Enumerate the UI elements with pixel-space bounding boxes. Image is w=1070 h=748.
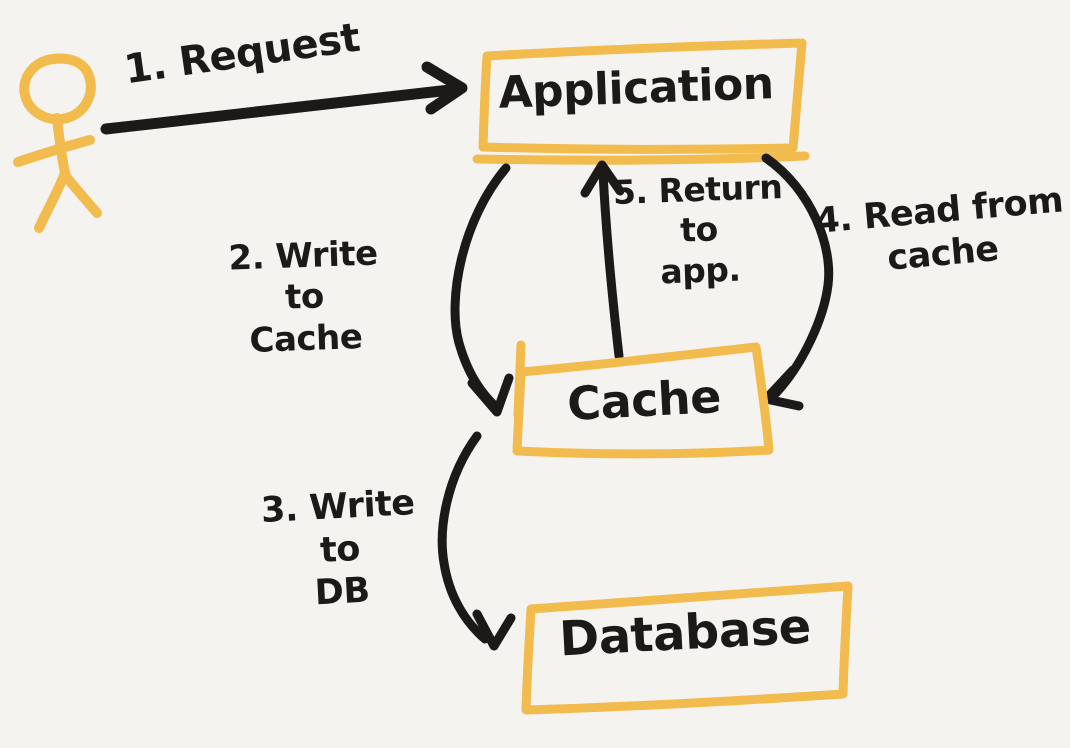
return-to-app-arrow-label: 5. Return to app. bbox=[612, 167, 783, 291]
cache-box bbox=[512, 340, 774, 459]
write-to-db-arrow bbox=[437, 431, 516, 651]
write-to-db-arrow-label: 3. Write to DB bbox=[260, 483, 416, 614]
application-node-label: Application bbox=[497, 58, 775, 119]
request-arrow bbox=[100, 61, 468, 135]
write-to-cache-arrow-label: 2. Write to Cache bbox=[227, 233, 379, 361]
database-box bbox=[521, 581, 853, 715]
write-to-cache-arrow bbox=[450, 163, 514, 417]
stick-figure-icon bbox=[13, 53, 102, 233]
return-to-app-arrow bbox=[580, 160, 625, 361]
